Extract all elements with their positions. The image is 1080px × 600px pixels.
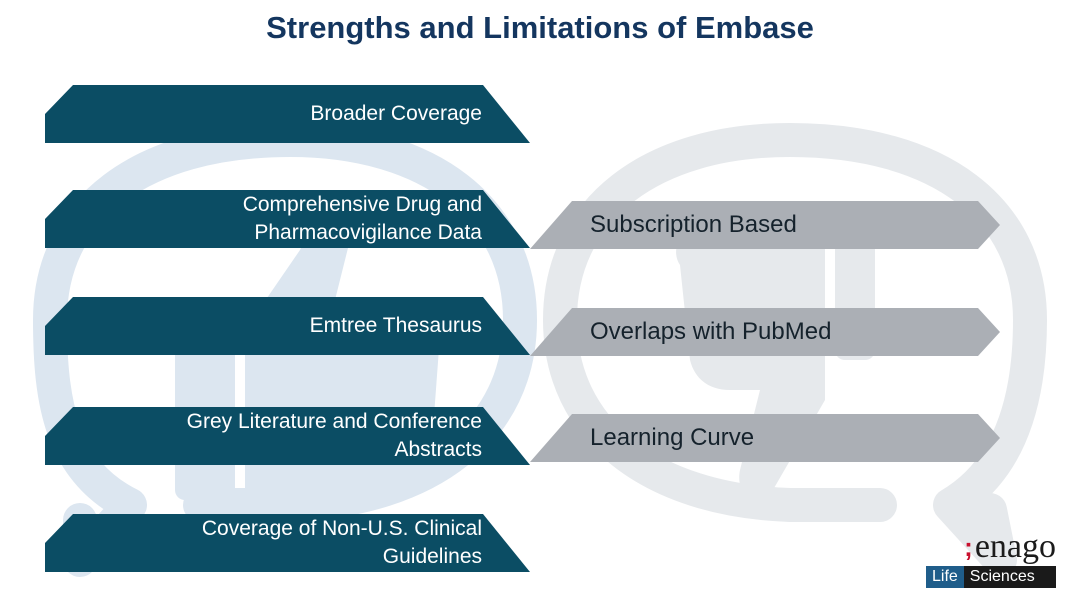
strength-label: Coverage of Non-U.S. Clinical Guidelines bbox=[201, 517, 482, 568]
logo-mark: ; bbox=[964, 531, 973, 562]
strength-drug-pharmacovigilance: Comprehensive Drug and Pharmacovigilance… bbox=[45, 190, 530, 248]
strength-label: Grey Literature and Conference Abstracts bbox=[186, 410, 482, 461]
strength-label: Comprehensive Drug and Pharmacovigilance… bbox=[242, 193, 482, 244]
limitation-label: Subscription Based bbox=[590, 211, 797, 238]
strength-emtree-thesaurus: Emtree Thesaurus bbox=[45, 297, 530, 355]
limitation-learning-curve: Learning Curve bbox=[530, 414, 1000, 462]
limitation-subscription-based: Subscription Based bbox=[530, 201, 1000, 249]
logo-tag-right: Sciences bbox=[963, 566, 1056, 588]
limitation-label: Learning Curve bbox=[590, 424, 755, 451]
strength-label: Broader Coverage bbox=[310, 102, 482, 125]
logo-tag-left: Life bbox=[926, 566, 964, 588]
logo-wordmark: enago bbox=[974, 528, 1056, 565]
strength-label: Emtree Thesaurus bbox=[309, 314, 482, 337]
strength-non-us-guidelines: Coverage of Non-U.S. Clinical Guidelines bbox=[45, 514, 530, 572]
strength-grey-literature: Grey Literature and Conference Abstracts bbox=[45, 407, 530, 465]
enago-logo: ; enago Life Sciences bbox=[926, 530, 1056, 588]
page-title: Strengths and Limitations of Embase bbox=[266, 10, 814, 45]
strength-broader-coverage: Broader Coverage bbox=[45, 85, 530, 143]
limitation-overlaps-pubmed: Overlaps with PubMed bbox=[530, 308, 1000, 356]
limitation-label: Overlaps with PubMed bbox=[590, 318, 832, 345]
